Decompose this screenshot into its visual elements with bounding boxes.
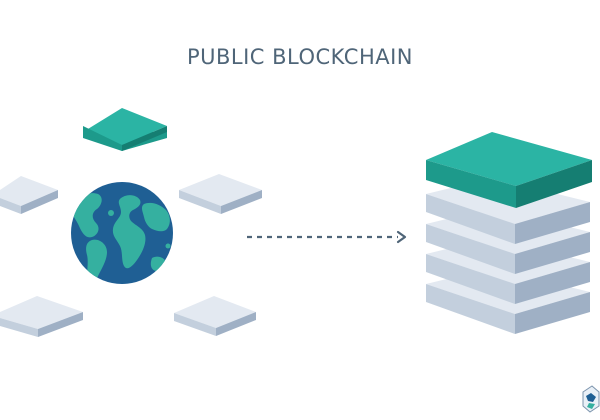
node-upper-right xyxy=(179,174,262,214)
block-stack xyxy=(426,132,592,334)
dashed-arrow-icon xyxy=(247,230,407,244)
logo-mark-icon xyxy=(582,385,600,413)
globe-icon xyxy=(71,182,173,284)
node-lower-right xyxy=(174,296,256,336)
stack-block-top xyxy=(426,132,592,208)
node-upper-left xyxy=(0,176,58,214)
diagram-title: PUBLIC BLOCKCHAIN xyxy=(186,45,414,69)
node-top xyxy=(83,108,167,151)
node-lower-left xyxy=(0,296,83,337)
